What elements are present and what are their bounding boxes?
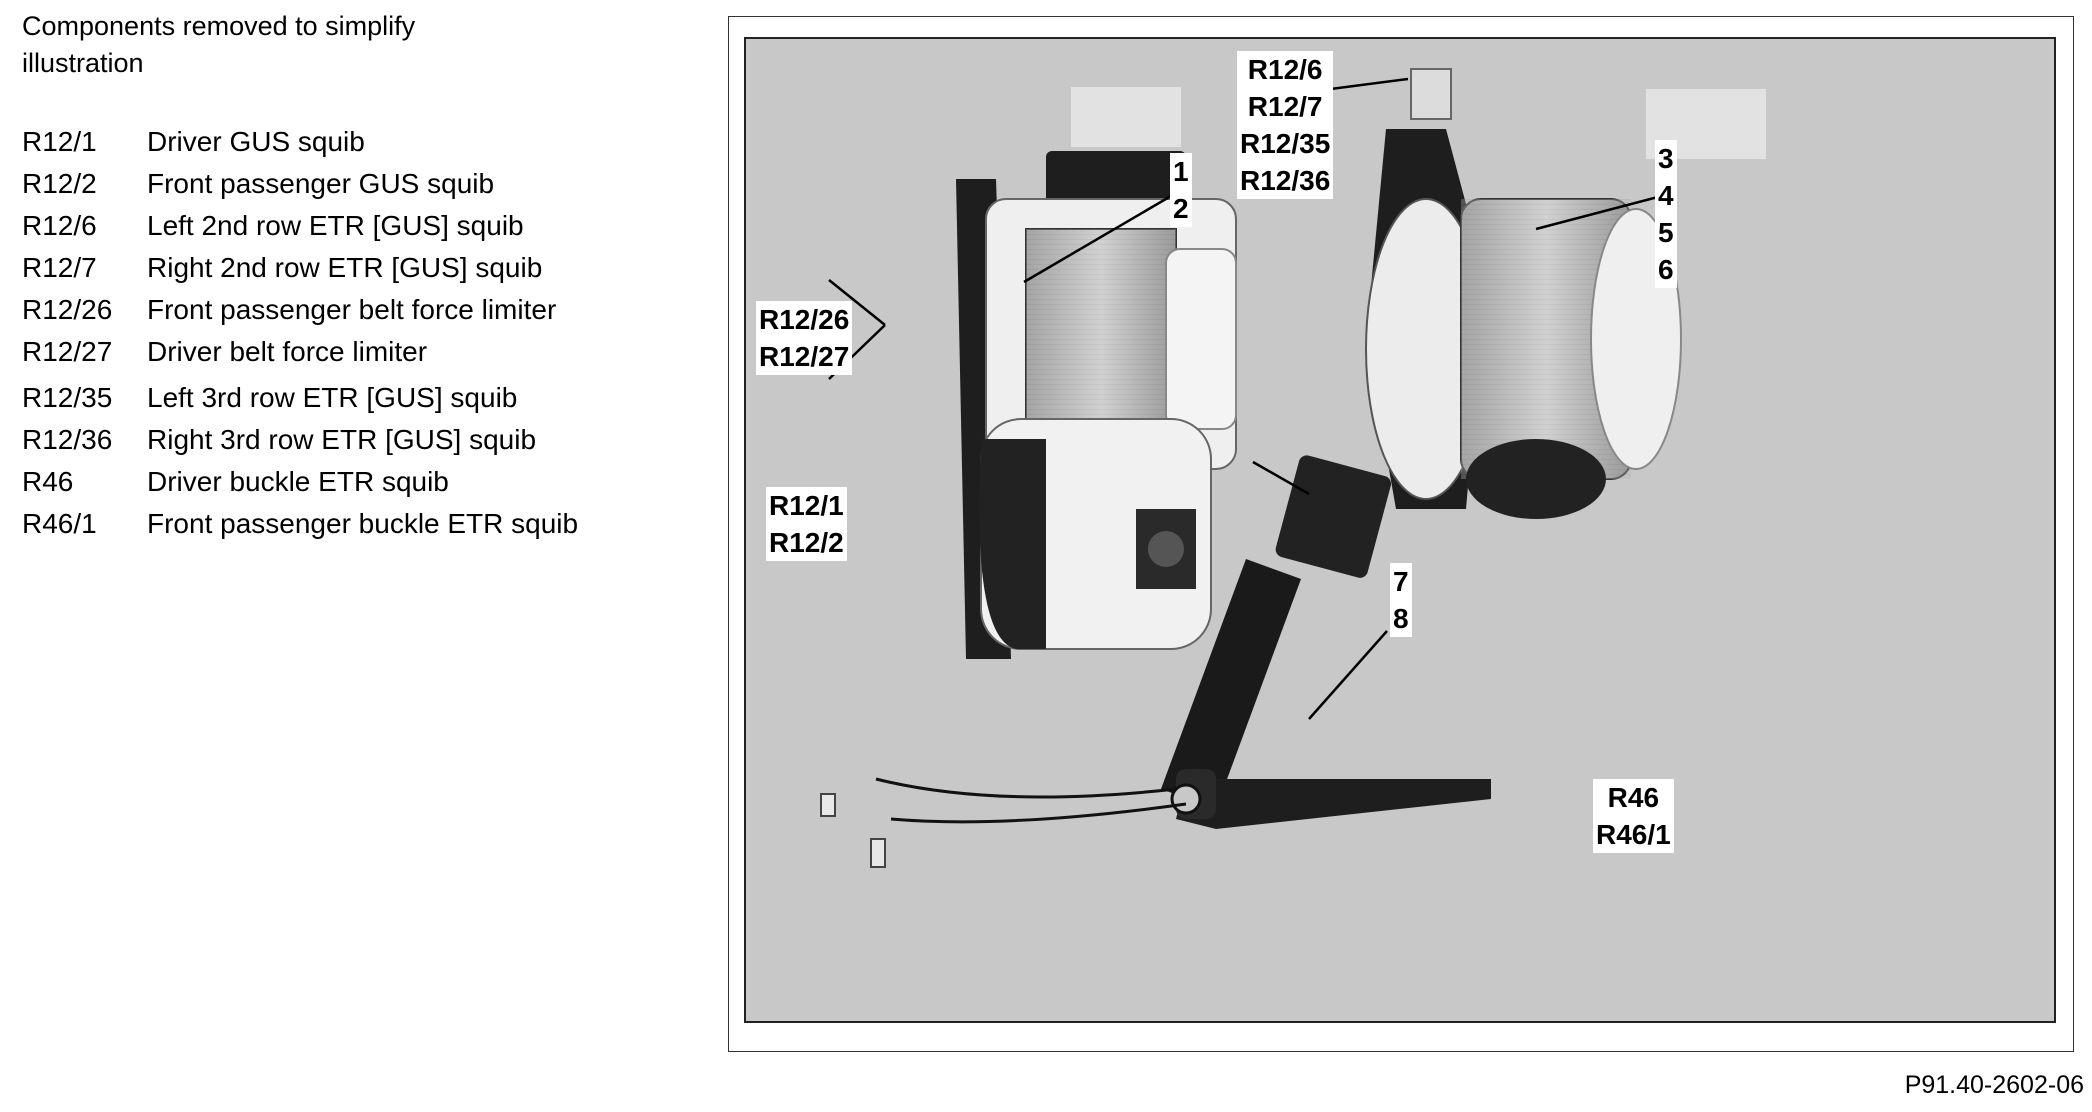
leader-line-r12-26: [828, 279, 886, 326]
right-belt-retractor: [1365, 68, 1766, 519]
callout-label: 2: [1173, 193, 1189, 224]
legend-desc: Right 3rd row ETR [GUS] squib: [147, 424, 537, 455]
callout-label: 1: [1173, 156, 1189, 187]
legend-row: R12/27 Driver belt force limiter: [22, 336, 682, 378]
callout-label: 7: [1393, 566, 1409, 597]
callout-r12-26: R12/26 R12/27: [756, 301, 853, 375]
callout-label: R12/6: [1247, 54, 1323, 85]
legend-desc: Left 2nd row ETR [GUS] squib: [147, 210, 524, 241]
legend-row: R12/1 Driver GUS squib: [22, 126, 682, 168]
callout-label: R12/2: [769, 527, 844, 558]
legend-code: R12/35: [22, 382, 113, 413]
legend-code: R12/6: [22, 210, 97, 241]
legend-row: R12/35 Left 3rd row ETR [GUS] squib: [22, 382, 682, 424]
legend-code: R12/27: [22, 336, 113, 367]
legend-desc: Driver buckle ETR squib: [147, 466, 449, 497]
legend-row: R12/6 Left 2nd row ETR [GUS] squib: [22, 210, 682, 252]
legend-desc: Front passenger buckle ETR squib: [147, 508, 579, 539]
callout-label: R12/36: [1240, 165, 1331, 196]
legend-row: R12/26 Front passenger belt force limiter: [22, 294, 682, 336]
legend-desc: Driver belt force limiter: [147, 336, 428, 367]
leader-line-3-6: [1535, 195, 1659, 231]
callout-r12-1: R12/1 R12/2: [766, 487, 847, 561]
legend-code: R46/1: [22, 508, 97, 539]
leader-line-r46: [1308, 630, 1388, 720]
leader-line-7-8: [1252, 460, 1310, 496]
intro-line-1: Components removed to simplify: [22, 11, 416, 41]
legend-row: R12/36 Right 3rd row ETR [GUS] squib: [22, 424, 682, 466]
component-photo: 1 2 3 4 5 6 R12/6 R12/7 R12/35 R12/36 R1…: [744, 37, 2056, 1023]
legend-desc: Driver GUS squib: [147, 126, 365, 157]
legend-row: R46/1 Front passenger buckle ETR squib: [22, 508, 682, 550]
callout-7-8: 7 8: [1390, 563, 1412, 637]
legend-desc: Front passenger GUS squib: [147, 168, 495, 199]
legend-row: R12/2 Front passenger GUS squib: [22, 168, 682, 210]
callout-label: R12/1: [769, 490, 844, 521]
callout-label: 4: [1658, 180, 1674, 211]
callout-label: 3: [1658, 143, 1674, 174]
component-drawing: [820, 68, 1766, 868]
callout-r46: R46 R46/1: [1593, 779, 1674, 853]
callout-label: R12/27: [759, 341, 850, 372]
left-belt-retractor: [956, 87, 1237, 659]
callout-3-6: 3 4 5 6: [1655, 140, 1677, 288]
intro-line-2: illustration: [22, 48, 144, 78]
callout-label: R46: [1607, 782, 1660, 813]
leader-lines: [828, 77, 1659, 720]
callout-label: R12/35: [1240, 128, 1331, 159]
legend-row: R12/7 Right 2nd row ETR [GUS] squib: [22, 252, 682, 294]
legend-desc: Right 2nd row ETR [GUS] squib: [147, 252, 543, 283]
leader-line-r12-6: [1322, 77, 1409, 92]
callout-label: R12/7: [1247, 91, 1323, 122]
legend-code: R12/36: [22, 424, 113, 455]
legend-code: R12/1: [22, 126, 97, 157]
legend-desc: Left 3rd row ETR [GUS] squib: [147, 382, 518, 413]
legend-row: R46 Driver buckle ETR squib: [22, 466, 682, 508]
seat-belt-buckle: [820, 455, 1491, 868]
legend-code: R12/7: [22, 252, 97, 283]
callout-1-2: 1 2: [1170, 153, 1192, 227]
legend-code: R12/2: [22, 168, 97, 199]
callout-label: 8: [1393, 603, 1409, 634]
callout-label: 6: [1658, 254, 1674, 285]
legend-desc: Front passenger belt force limiter: [147, 294, 557, 325]
legend-code: R46: [22, 466, 74, 497]
callout-label: R46/1: [1596, 819, 1671, 850]
callout-label: 5: [1658, 217, 1674, 248]
leader-line-1-2: [1023, 194, 1172, 284]
intro-note: Components removed to simplify illustrat…: [22, 8, 642, 82]
callout-r12-6: R12/6 R12/7 R12/35 R12/36: [1237, 51, 1334, 199]
callout-label: R12/26: [759, 304, 850, 335]
legend-code: R12/26: [22, 294, 113, 325]
figure-reference: P91.40-2602-06: [1904, 1071, 2084, 1099]
